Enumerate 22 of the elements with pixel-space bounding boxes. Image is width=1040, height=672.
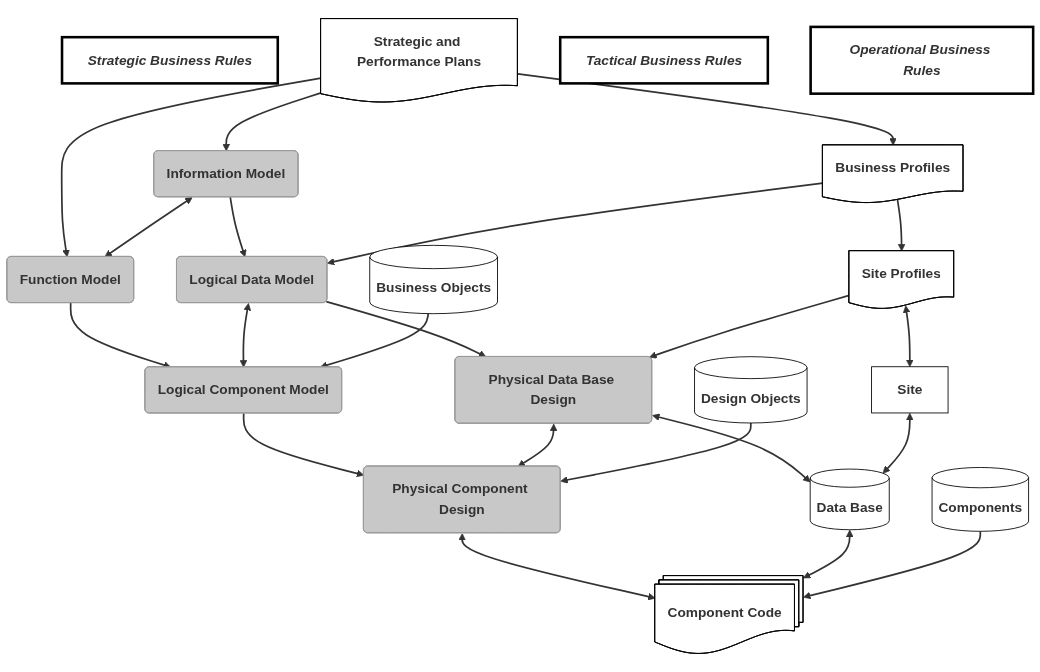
arrow	[882, 412, 914, 474]
arrow	[560, 422, 752, 484]
arrow	[239, 303, 252, 368]
arrow	[902, 305, 914, 368]
arrow	[803, 530, 982, 600]
arrow	[803, 529, 854, 579]
arrow	[517, 423, 558, 467]
arrow	[458, 533, 656, 601]
arrow	[229, 196, 247, 258]
arrow	[104, 197, 193, 258]
arrow	[60, 77, 322, 258]
node-box: Site	[871, 366, 949, 414]
arrow	[242, 412, 365, 478]
node-box: Tactical Business Rules	[558, 35, 770, 85]
arrow	[222, 92, 322, 152]
arrow	[325, 300, 487, 358]
node-box: Operational Business Rules	[809, 25, 1035, 95]
node-box: Strategic Business Rules	[60, 35, 280, 85]
arrow	[896, 199, 906, 252]
arrow	[652, 413, 811, 483]
arrow	[327, 182, 824, 266]
arrow	[517, 72, 897, 146]
